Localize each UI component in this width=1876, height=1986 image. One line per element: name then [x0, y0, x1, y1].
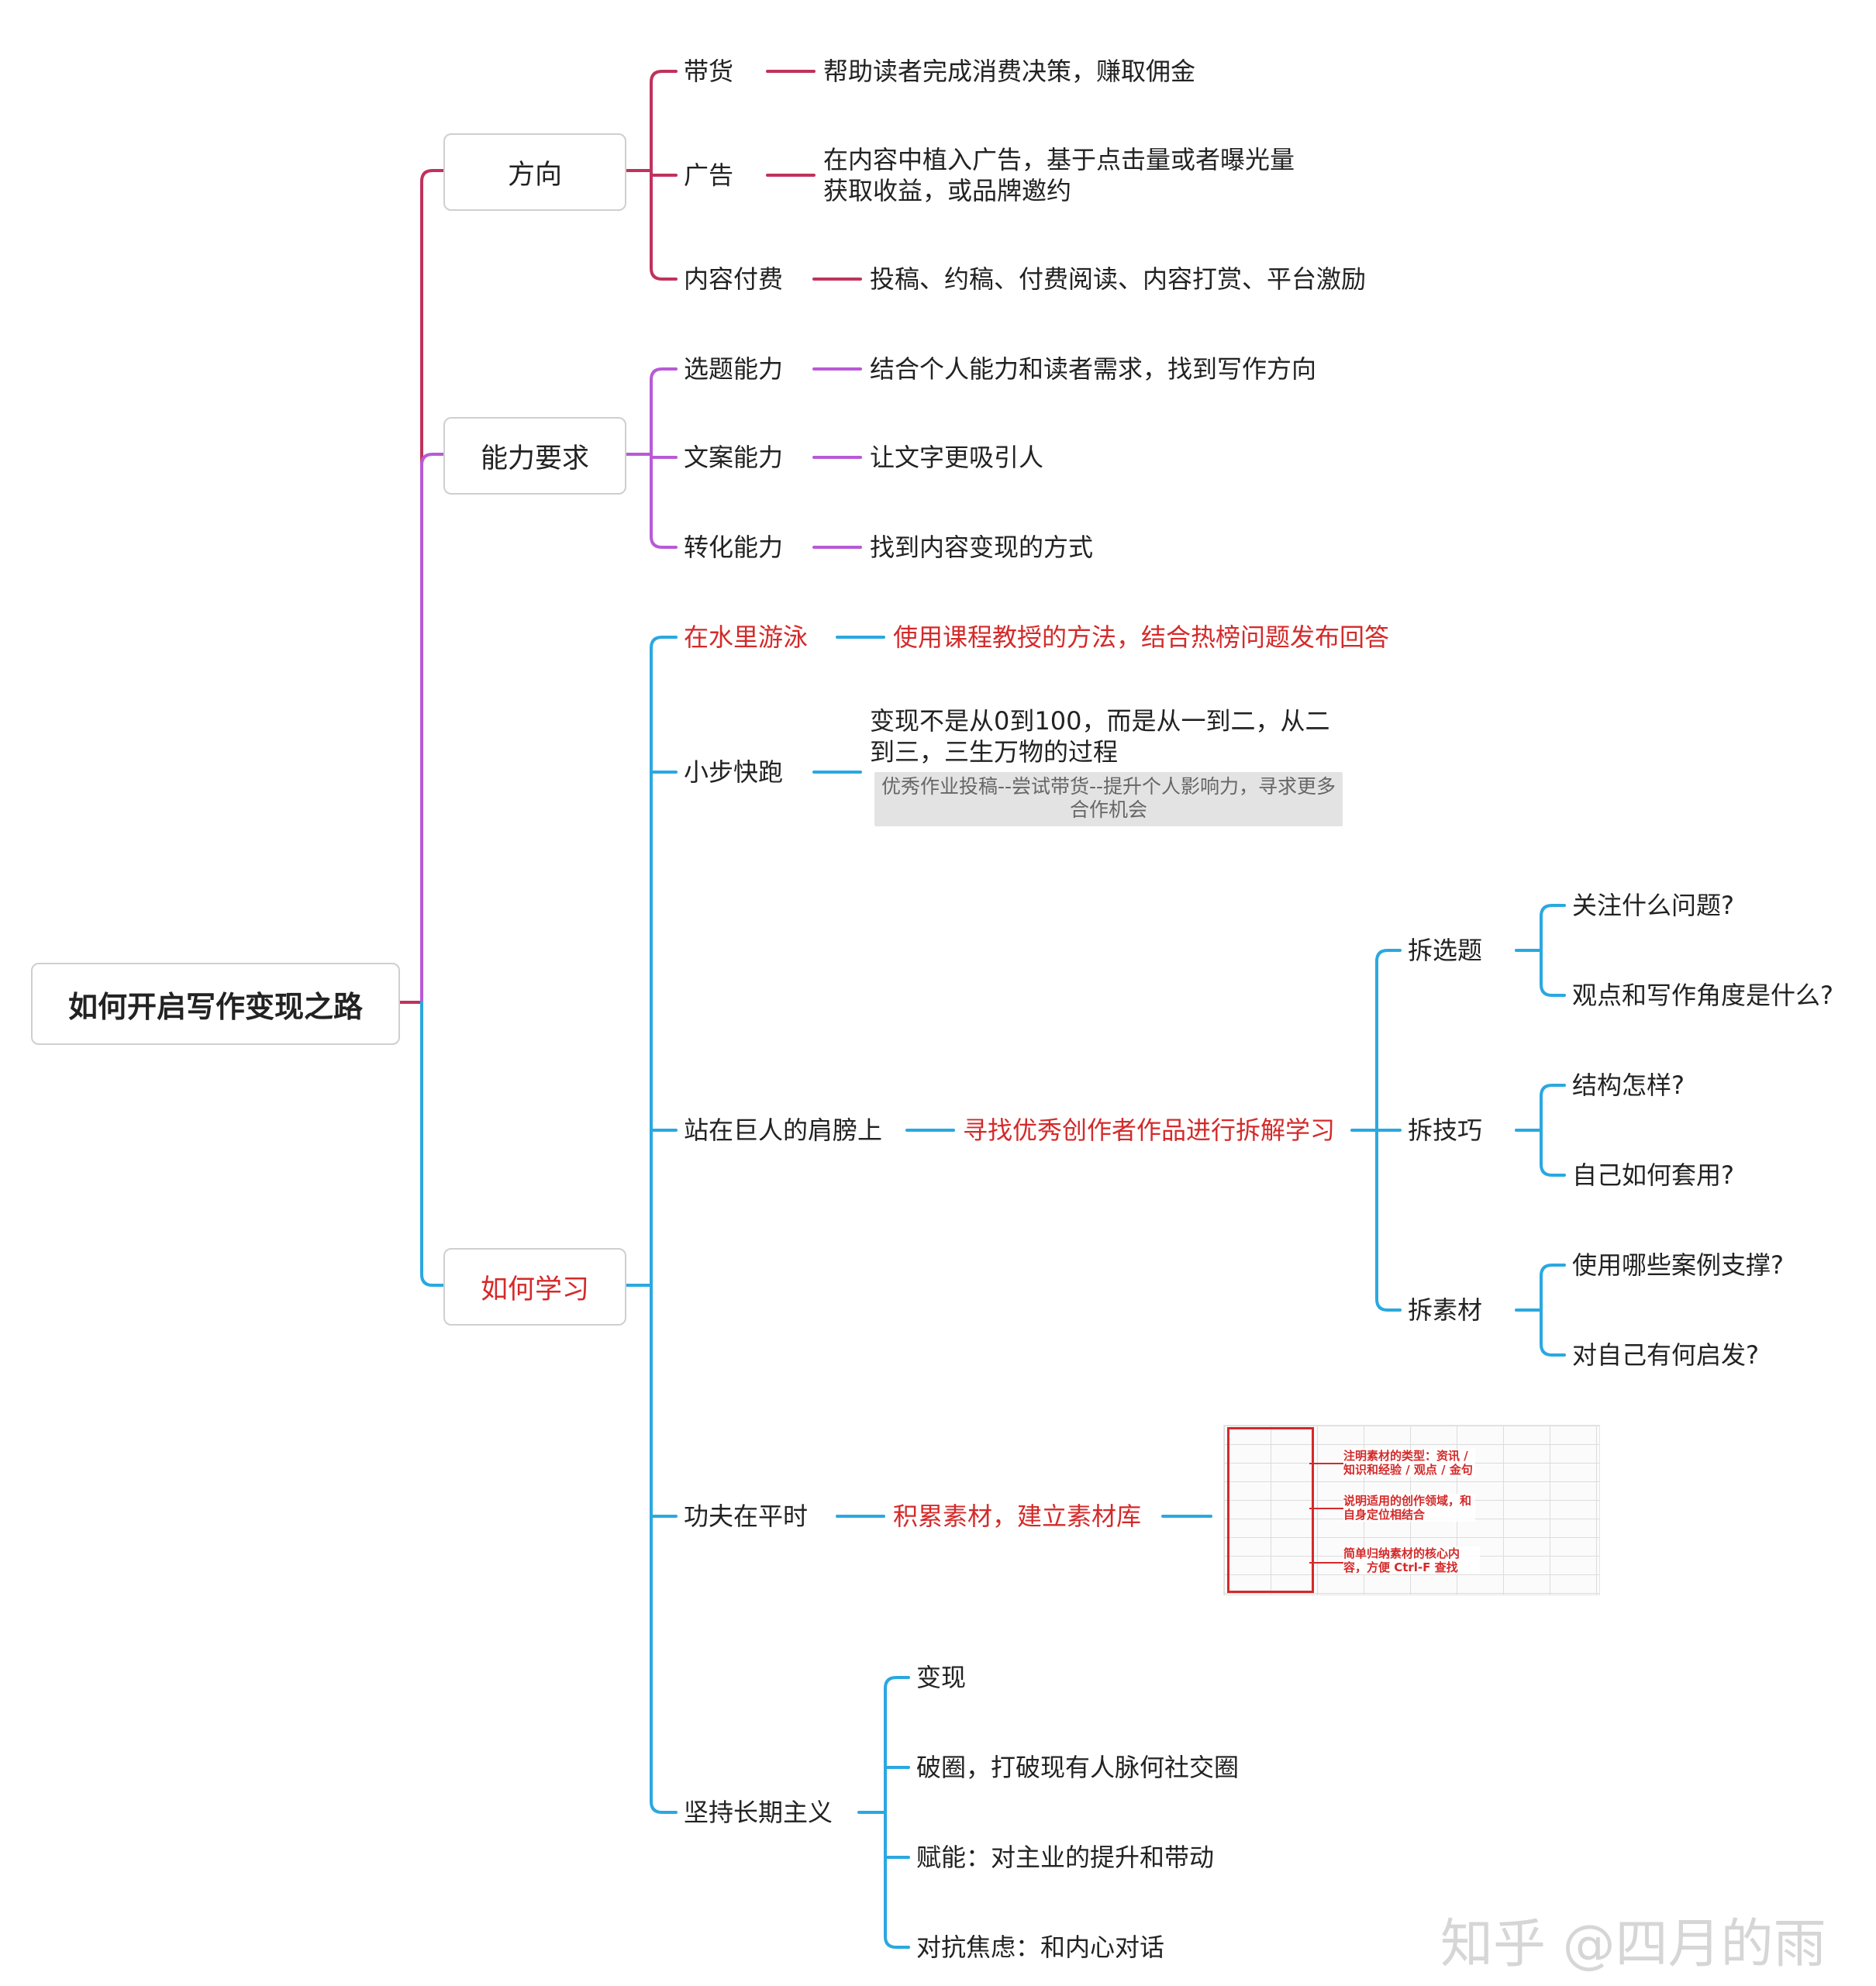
- giants-q-branch: [1540, 1084, 1566, 1132]
- giants-q-branch: [1540, 904, 1566, 952]
- ability-item-label[interactable]: 转化能力: [684, 533, 784, 562]
- branch-direction-label: 方向: [507, 159, 562, 191]
- giants-child-question[interactable]: 结构怎样?: [1572, 1071, 1685, 1100]
- longterm-branch: [884, 1811, 910, 1949]
- watermark: 知乎 @四月的雨: [1440, 1914, 1826, 1975]
- direction-item-detail[interactable]: 在内容中植入广告，基于点击量或者曝光量获取收益，或品牌邀约: [823, 145, 1295, 205]
- learn-small-steps-note: 优秀作业投稿--尝试带货--提升个人影响力，寻求更多合作机会: [874, 772, 1343, 826]
- root-to-learn: [420, 1001, 445, 1287]
- root-node[interactable]: 如何开启写作变现之路: [31, 963, 400, 1045]
- giants-child-question[interactable]: 观点和写作角度是什么?: [1572, 981, 1833, 1010]
- ability-item-detail[interactable]: 找到内容变现的方式: [870, 533, 1094, 562]
- direction-item-label[interactable]: 带货: [684, 57, 734, 86]
- branch-learn[interactable]: 如何学习: [443, 1248, 626, 1326]
- branch-ability[interactable]: 能力要求: [443, 417, 626, 495]
- learn-swim-label[interactable]: 在水里游泳: [684, 622, 809, 652]
- giants-child-label[interactable]: 拆素材: [1408, 1295, 1483, 1325]
- annotation-arrow: [1309, 1562, 1343, 1564]
- learn-branch: [650, 636, 678, 1287]
- learn-small-steps-detail[interactable]: 变现不是从0到100，而是从一到二，从二到三，三生万物的过程: [870, 706, 1330, 767]
- learn-giants-detail[interactable]: 寻找优秀创作者作品进行拆解学习: [963, 1115, 1336, 1145]
- learn-swim-detail[interactable]: 使用课程教授的方法，结合热榜问题发布回答: [893, 622, 1390, 652]
- giants-branch: [1375, 949, 1402, 1132]
- thumbnail-annotation: 注明素材的类型：资讯 / 知识和经验 / 观点 / 金句: [1343, 1449, 1475, 1477]
- direction-item-detail[interactable]: 投稿、约稿、付费阅读、内容打赏、平台激励: [870, 264, 1367, 294]
- learn-small-steps-label[interactable]: 小步快跑: [684, 757, 784, 787]
- direction-item-detail[interactable]: 帮助读者完成消费决策，赚取佣金: [823, 57, 1196, 86]
- longterm-item[interactable]: 破圈，打破现有人脉何社交圈: [916, 1753, 1240, 1782]
- annotation-arrow: [1309, 1508, 1343, 1509]
- branch-learn-label: 如何学习: [480, 1274, 589, 1305]
- ability-item-label[interactable]: 文案能力: [684, 443, 784, 472]
- giants-child-label[interactable]: 拆选题: [1408, 936, 1483, 965]
- longterm-branch: [884, 1676, 910, 1814]
- thumbnail-annotation: 简单归纳素材的核心内容，方便 Ctrl-F 查找: [1343, 1546, 1480, 1574]
- longterm-item[interactable]: 赋能：对主业的提升和带动: [916, 1843, 1215, 1872]
- branch-ability-label: 能力要求: [480, 443, 589, 474]
- giants-q-branch: [1540, 1264, 1566, 1312]
- giants-child-question[interactable]: 关注什么问题?: [1572, 891, 1734, 920]
- learn-longterm-label[interactable]: 坚持长期主义: [684, 1798, 833, 1827]
- material-library-thumbnail[interactable]: 注明素材的类型：资讯 / 知识和经验 / 观点 / 金句 说明适用的创作领域，和…: [1223, 1425, 1600, 1595]
- direction-branch: [650, 169, 678, 281]
- direction-branch: [650, 70, 678, 172]
- ability-item-label[interactable]: 选题能力: [684, 354, 784, 384]
- giants-q-branch: [1540, 1129, 1566, 1177]
- ability-branch: [650, 367, 678, 456]
- direction-item-label[interactable]: 广告: [684, 160, 734, 190]
- giants-child-question[interactable]: 自己如何套用?: [1572, 1160, 1734, 1190]
- highlight-frame: [1227, 1427, 1314, 1593]
- learn-branch: [650, 1284, 678, 1814]
- giants-q-branch: [1540, 1308, 1566, 1357]
- learn-daily-detail[interactable]: 积累素材，建立素材库: [893, 1502, 1142, 1531]
- thumbnail-annotation: 说明适用的创作领域，和自身定位相结合: [1343, 1494, 1475, 1522]
- longterm-item[interactable]: 变现: [916, 1663, 967, 1692]
- root-to-direction: [420, 169, 445, 1004]
- ability-item-detail[interactable]: 结合个人能力和读者需求，找到写作方向: [870, 354, 1317, 384]
- giants-child-label[interactable]: 拆技巧: [1408, 1115, 1483, 1145]
- giants-child-question[interactable]: 对自己有何启发?: [1572, 1340, 1759, 1370]
- ability-item-detail[interactable]: 让文字更吸引人: [870, 443, 1044, 472]
- annotation-arrow: [1309, 1463, 1343, 1464]
- branch-direction[interactable]: 方向: [443, 133, 626, 211]
- learn-giants-label[interactable]: 站在巨人的肩膀上: [684, 1115, 883, 1145]
- ability-branch: [650, 453, 678, 549]
- learn-daily-label[interactable]: 功夫在平时: [684, 1502, 809, 1531]
- longterm-item[interactable]: 对抗焦虑：和内心对话: [916, 1933, 1165, 1962]
- root-to-ability: [420, 453, 445, 1004]
- root-label: 如何开启写作变现之路: [67, 989, 363, 1024]
- giants-branch: [1375, 1129, 1402, 1312]
- giants-child-question[interactable]: 使用哪些案例支撑?: [1572, 1250, 1784, 1280]
- direction-item-label[interactable]: 内容付费: [684, 264, 784, 294]
- giants-q-branch: [1540, 949, 1566, 997]
